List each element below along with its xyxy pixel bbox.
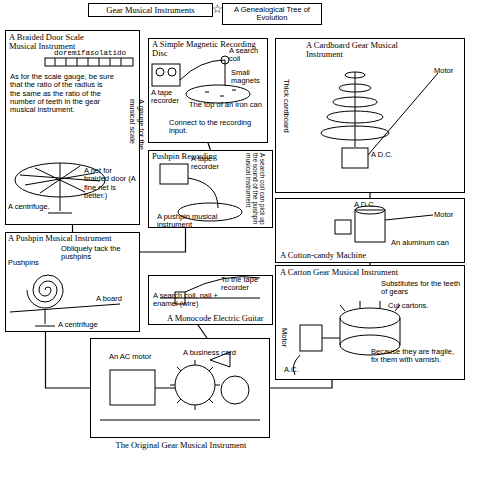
panel-heading: A Monocode Electric Guitar [167,314,272,323]
panel-heading: A Pushpin Musical Instrument [8,234,138,243]
tree-connector [140,228,186,252]
panel-box: The Original Gear Musical InstrumentAn A… [90,338,270,438]
panel-note: Cut cartons. [388,302,458,310]
panel-note: A board [96,295,136,303]
panel-note: An AC motor [109,353,164,361]
tape-recorder [160,164,188,184]
panel-note: A business card [183,349,263,357]
panel-note: The top of an iron can [189,101,267,109]
panel-note: doremifasolatido [54,49,139,57]
pushpin-spiral [27,275,63,308]
carton-gear [340,308,400,328]
reel [156,68,164,76]
panel-note: A gauge for the musical scale [128,99,145,169]
leader-line [368,73,438,155]
shaft [155,388,175,389]
panel-box: A Genealogical Tree of Evolution [222,3,322,25]
panel-box: A Pushpin Musical InstrumentObliquely ta… [5,232,140,332]
panel-note: To the tape recorder [221,276,271,293]
aluminum-can [355,210,385,242]
panel-note: Motor [434,67,464,75]
centrifuge-shaft [35,310,55,326]
panel-note: An aluminum can [391,239,461,247]
panel-note: A D.C. [354,201,394,209]
panel-box: Gear Musical Instruments [88,3,213,17]
panel-note: A centrifuge. [8,203,63,211]
panel-box: A Carton Gear Musical InstrumentSubstitu… [275,265,465,380]
tree-connector [270,380,332,388]
panel-note: As for the scale gauge, be sure that the… [10,73,115,114]
panel-note: A tape recorder [151,89,181,106]
shaft [355,72,356,147]
panel-box: A Cardboard Gear Musical InstrumentThick… [275,38,465,193]
panel-heading: The Original Gear Musical Instrument [91,441,271,450]
base [100,420,260,421]
board [10,304,120,312]
dc-motor [342,148,368,168]
panel-note: A.C. [284,366,309,374]
tree-connector [72,225,73,232]
panel-note: A centrifuge [58,321,118,329]
panel-box: A Monocode Electric Guitar To the tape re… [148,275,273,325]
panel-box: Pushpin RecordingA tape recorderA pushpi… [148,150,273,228]
tree-connector [46,332,91,388]
wire [180,60,225,86]
wire [188,178,218,208]
panel-note: A search coil [229,47,269,64]
panel-box: A Cotton-candy Machine A D.C. Motor An alum… [275,198,465,263]
panel-note: A tape recorder [191,155,231,172]
panel-note: A D.C. [371,151,411,159]
panel-heading: A Braided Door Scale Musical Instrument [9,33,104,52]
panel-note: Thick cardboard [282,79,290,149]
panel-note: Pushpins [8,259,53,267]
gear-teeth [170,360,220,410]
tree-connector [198,325,207,338]
panel-note: Substitutes for the teeth of gears [381,280,461,297]
panel-heading: A Genealogical Tree of Evolution [223,6,321,23]
search-coil [221,56,229,64]
panel-note: Motor [280,328,288,358]
tree-connector [208,143,211,150]
reel [168,68,176,76]
centrifuge-shaft [48,197,72,213]
panel-note: Motor [434,211,464,219]
scale-gauge [45,58,133,66]
wire [293,338,340,375]
panel-note: Small magnets [231,69,267,86]
gauge-ticks [55,58,121,66]
motor [300,325,322,351]
panel-note: Connect to the recording input. [169,119,264,136]
panel-heading: A Cardboard Gear Musical Instrument [306,41,436,60]
panel-box: A Braided Door Scale Musical Instrumentd… [5,30,140,225]
panel-note: Obliquely tack the pushpins [61,245,139,262]
panel-heading: A Cotton-candy Machine [280,251,420,260]
panel-note: A search coil, nail + enamel (wire) [153,292,231,309]
tape-recorder [152,64,180,86]
panel-box: A Simple Magnetic Recording DiscA tape r… [148,38,268,143]
panel-heading: A Carton Gear Musical Instrument [280,268,400,277]
ac-motor [110,370,155,405]
panel-note: A pushpin musical instrument [157,213,247,230]
dc-motor [335,220,351,234]
panel-note: Because they are fragile, fix them with … [371,348,463,365]
small-magnets [205,90,236,96]
panel-heading: Gear Musical Instruments [89,6,212,15]
panel-note: A net for braided door (A fine net is be… [84,167,139,200]
panel-note: A search coil can pick up the sound of t… [245,153,266,225]
leader-line [385,215,433,220]
gear [221,376,249,404]
star-label: ☆ [212,3,223,15]
